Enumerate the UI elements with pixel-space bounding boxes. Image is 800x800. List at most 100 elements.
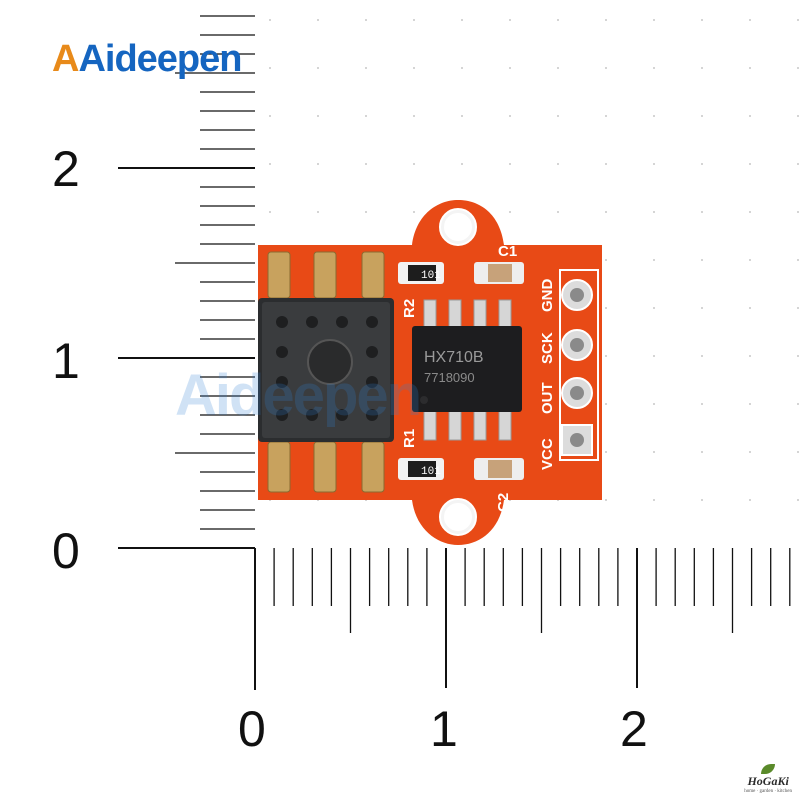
pressure-port: [307, 339, 353, 385]
label-c2: C2: [495, 493, 512, 512]
grid-dot: [605, 115, 607, 117]
ruler-label-h2: 2: [620, 701, 648, 757]
grid-dot: [269, 211, 271, 213]
ruler-label-v0: 0: [52, 523, 80, 579]
grid-dot: [509, 115, 511, 117]
grid-dot: [365, 163, 367, 165]
grid-dot: [413, 67, 415, 69]
grid-dot: [653, 403, 655, 405]
grid-dot: [557, 115, 559, 117]
grid-dot: [701, 163, 703, 165]
grid-dot: [749, 259, 751, 261]
grid-dot: [797, 163, 799, 165]
mounting-hole-top: [440, 209, 476, 245]
grid-dot: [749, 451, 751, 453]
grid-dot: [509, 163, 511, 165]
corner-logo-tagline: home · garden · kitchen: [744, 789, 792, 794]
label-c1: C1: [498, 243, 517, 260]
grid-dot: [461, 163, 463, 165]
grid-dot: [797, 499, 799, 501]
grid-dot: [461, 67, 463, 69]
grid-dot: [701, 499, 703, 501]
grid-dot: [749, 403, 751, 405]
hx710b-chip: [412, 326, 522, 412]
grid-dot: [701, 403, 703, 405]
label-sck: SCK: [539, 332, 556, 364]
grid-dot: [509, 19, 511, 21]
grid-dot: [557, 19, 559, 21]
capacitor-c1-top: [488, 264, 512, 282]
grid-dot: [605, 307, 607, 309]
grid-dot: [749, 163, 751, 165]
grid-dot: [749, 499, 751, 501]
pressure-sensor-holes: [276, 316, 378, 421]
grid-dot: [605, 499, 607, 501]
grid-dot: [557, 211, 559, 213]
grid-dot: [797, 307, 799, 309]
grid-dot: [653, 67, 655, 69]
grid-dot: [605, 211, 607, 213]
grid-dot: [605, 163, 607, 165]
resistor-r1-top: [408, 461, 436, 477]
grid-dot: [605, 355, 607, 357]
grid-dot: [653, 211, 655, 213]
mounting-hole-top-ring: [439, 208, 477, 246]
grid-dot: [365, 67, 367, 69]
grid-dot: [701, 19, 703, 21]
brand-watermark: Aideepen: [175, 363, 422, 428]
grid-dot: [509, 211, 511, 213]
grid-dot: [749, 307, 751, 309]
chip-pin1-dot: [420, 396, 428, 404]
chip-code: 7718090: [424, 370, 475, 385]
grid-dot: [749, 19, 751, 21]
brand-logo: AAideepen: [52, 38, 243, 80]
ruler-label-h1: 1: [430, 701, 458, 757]
capacitor-c2-top: [488, 460, 512, 478]
grid-dot: [653, 163, 655, 165]
grid-dot: [653, 259, 655, 261]
grid-dot: [605, 19, 607, 21]
grid-dot: [605, 259, 607, 261]
ruler-label-v1: 1: [52, 333, 80, 389]
grid-dot: [557, 67, 559, 69]
grid-dot: [269, 19, 271, 21]
grid-dot: [653, 499, 655, 501]
grid-dot: [413, 211, 415, 213]
grid-dot: [701, 67, 703, 69]
grid-dot: [269, 67, 271, 69]
grid-dot: [605, 67, 607, 69]
grid-dot: [797, 19, 799, 21]
grid-dot: [749, 211, 751, 213]
grid-dot: [701, 355, 703, 357]
grid-dot: [749, 67, 751, 69]
grid-dot: [461, 115, 463, 117]
grid-dot: [749, 355, 751, 357]
grid-dot: [653, 355, 655, 357]
chip-name: HX710B: [424, 349, 484, 366]
grid-dot: [701, 115, 703, 117]
grid-dot: [797, 211, 799, 213]
grid-dot: [269, 115, 271, 117]
leaf-icon: [761, 764, 776, 774]
ruler-label-h0: 0: [238, 701, 266, 757]
grid-dot: [317, 19, 319, 21]
grid-dot: [797, 259, 799, 261]
ruler-label-v2: 2: [52, 141, 80, 197]
grid-dot: [797, 67, 799, 69]
grid-dot: [317, 163, 319, 165]
grid-dot: [653, 115, 655, 117]
mounting-hole-bottom-ring: [439, 498, 477, 536]
resistor-marking-r1: 101: [421, 466, 441, 478]
grid-dot: [413, 19, 415, 21]
grid-dot: [653, 451, 655, 453]
mounting-hole-bottom: [440, 499, 476, 535]
label-gnd: GND: [539, 279, 556, 313]
grid-dot: [701, 451, 703, 453]
grid-dot: [509, 67, 511, 69]
chip-pins: [423, 299, 512, 441]
grid-dot: [365, 115, 367, 117]
grid-dot: [797, 355, 799, 357]
